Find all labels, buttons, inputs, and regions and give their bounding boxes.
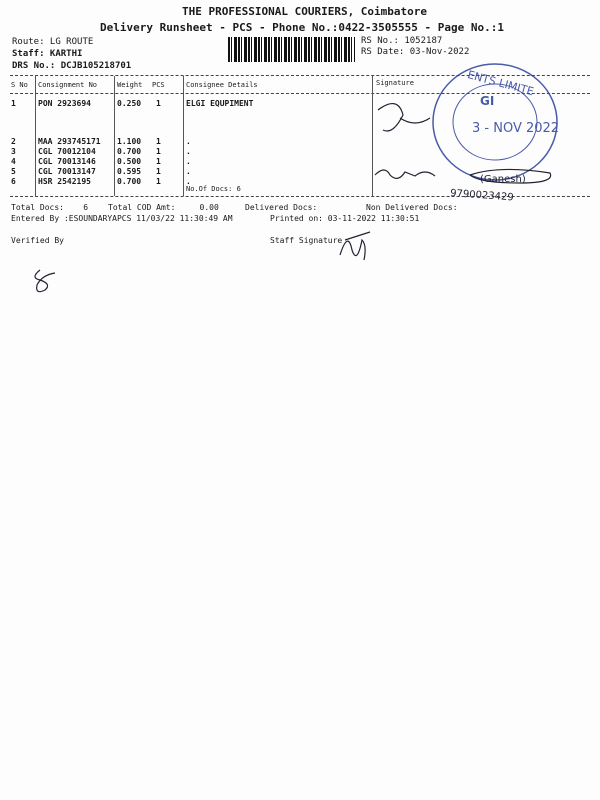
cell-cons: CGL 70013147 <box>38 167 96 176</box>
route: Route: LG ROUTE <box>12 37 94 47</box>
column-line <box>183 76 184 196</box>
verified-by: Verified By <box>11 236 64 245</box>
cell-cons: PON 2923694 <box>38 99 91 108</box>
printed-on: Printed on: 03-11-2022 11:30:51 <box>270 214 420 223</box>
cell-sno: 4 <box>11 157 16 166</box>
cell-sno: 3 <box>11 147 16 156</box>
col-signature: Signature <box>376 79 414 87</box>
non-delivered-docs: Non Delivered Docs: <box>366 203 458 212</box>
cell-details: . <box>186 147 191 156</box>
cell-sno: 6 <box>11 177 16 186</box>
svg-text:9790023429: 9790023429 <box>450 188 514 203</box>
total-cod: Total COD Amt: 0.00 <box>108 203 219 212</box>
col-consignment: Consignment No <box>38 81 98 89</box>
column-line <box>35 76 36 196</box>
company-stamp: ENTS LIMITE 3 - NOV 2022 GI <box>432 63 559 181</box>
cell-details: . <box>186 157 191 166</box>
cell-sno: 2 <box>11 137 16 146</box>
cell-pcs: 1 <box>156 177 161 186</box>
total-docs: Total Docs: 6 <box>11 203 89 212</box>
rs-date: RS Date: 03-Nov-2022 <box>361 47 470 57</box>
handwriting: (Ganesh) 9790023429 <box>34 103 552 293</box>
cell-details: . <box>186 167 191 176</box>
cell-details: . <box>186 137 191 146</box>
column-line <box>372 76 373 196</box>
rs-no: RS No.: 1052187 <box>361 36 443 46</box>
staff: Staff: KARTHI <box>12 49 83 59</box>
col-consignee: Consignee Details <box>186 81 258 89</box>
cell-pcs: 1 <box>156 157 161 166</box>
staff-signature-label: Staff Signature <box>270 236 343 245</box>
cell-cons: MAA 293745171 <box>38 137 101 146</box>
cell-weight: 0.250 <box>117 99 142 108</box>
cell-weight: 0.500 <box>117 157 142 166</box>
col-weight: Weight <box>117 81 143 89</box>
runsheet-subtitle: Delivery Runsheet - PCS - Phone No.:0422… <box>100 21 504 34</box>
svg-text:3 - NOV 2022: 3 - NOV 2022 <box>472 121 559 136</box>
drs-no: DRS No.: DCJB105218701 <box>12 61 132 71</box>
cell-details: ELGI EQUPIMENT <box>186 99 254 108</box>
cell-sno: 1 <box>11 99 16 108</box>
cell-weight: 0.700 <box>117 147 142 156</box>
cell-pcs: 1 <box>156 99 161 108</box>
col-sno: S No <box>11 81 28 89</box>
cell-pcs: 1 <box>156 147 161 156</box>
divider <box>10 196 590 197</box>
barcode <box>228 37 355 62</box>
cell-cons: HSR 2542195 <box>38 177 91 186</box>
cell-weight: 0.595 <box>117 167 142 176</box>
no-of-docs: No.Of Docs: 6 <box>186 185 241 193</box>
cell-sno: 5 <box>11 167 16 176</box>
divider <box>10 93 590 94</box>
column-line <box>114 76 115 196</box>
cell-cons: CGL 70013146 <box>38 157 96 166</box>
svg-text:(Ganesh): (Ganesh) <box>480 174 526 185</box>
entered-by: Entered By :ESOUNDARYAPCS 11/03/22 11:30… <box>11 214 233 223</box>
cell-weight: 1.100 <box>117 137 142 146</box>
cell-pcs: 1 <box>156 137 161 146</box>
cell-cons: CGL 70012104 <box>38 147 96 156</box>
company-title: THE PROFESSIONAL COURIERS, Coimbatore <box>182 5 428 18</box>
divider <box>10 75 590 76</box>
cell-pcs: 1 <box>156 167 161 176</box>
delivered-docs: Delivered Docs: <box>245 203 318 212</box>
col-pcs: PCS <box>152 81 165 89</box>
cell-details: . <box>186 177 191 186</box>
svg-text:ENTS LIMITE: ENTS LIMITE <box>466 68 535 98</box>
cell-weight: 0.700 <box>117 177 142 186</box>
svg-text:GI: GI <box>480 94 494 108</box>
